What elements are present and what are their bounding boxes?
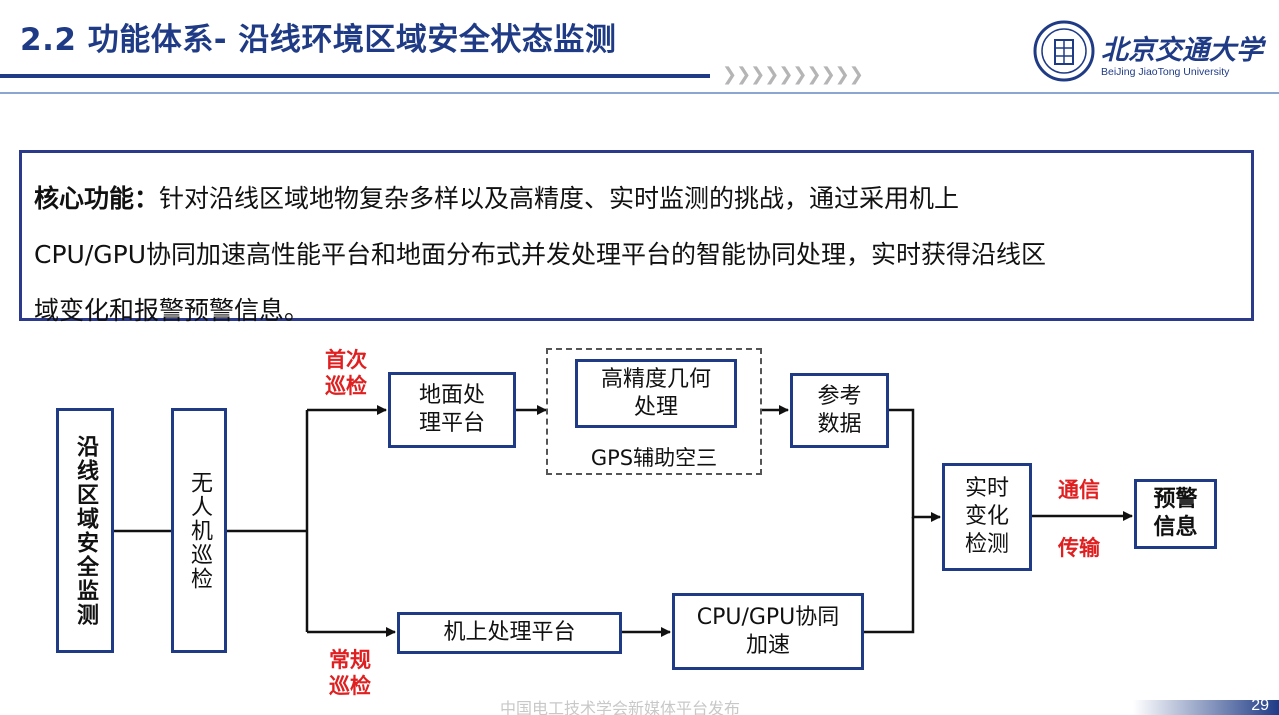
core-label: 核心功能：	[34, 184, 160, 213]
link-reference-change	[889, 408, 941, 522]
change-line-2: 变化	[964, 504, 1009, 529]
change-line-1: 实时	[964, 476, 1009, 501]
source-node: 沿线区域安全监测	[56, 408, 114, 653]
warning-info-node: 预警 信息	[1134, 479, 1217, 549]
first-inspection-line-2: 巡检	[325, 374, 367, 398]
first-inspection-line-1: 首次	[325, 348, 367, 372]
university-name-en: BeiJing JiaoTong University	[1101, 66, 1230, 78]
header-divider	[0, 92, 1279, 94]
warning-line-2: 信息	[1153, 515, 1198, 540]
reference-line-2: 数据	[817, 411, 862, 437]
page-number: 29	[1251, 697, 1269, 714]
link-cpugpu-change	[864, 517, 915, 634]
chevron-decoration-icon: ❯❯❯❯❯❯❯❯❯❯	[722, 64, 864, 85]
ground-platform-line-1: 地面处	[418, 383, 485, 408]
page-title: 2.2 功能体系- 沿线环境区域安全状态监测	[20, 22, 617, 58]
routine-inspection-label: 常规 巡检	[322, 647, 378, 699]
geometry-group	[546, 348, 762, 475]
university-logo: 北京交通大学 BeiJing JiaoTong University	[1033, 20, 1265, 84]
geometry-line-2: 处理	[633, 394, 678, 420]
change-line-3: 检测	[964, 532, 1009, 557]
page-number-bar	[1133, 700, 1279, 715]
university-seal-icon	[1033, 20, 1095, 82]
cpu-gpu-line-2: 加速	[745, 632, 790, 658]
ground-platform-node: 地面处 理平台	[388, 372, 516, 448]
title-underline	[0, 74, 710, 78]
change-detection-node: 实时 变化 检测	[942, 463, 1032, 571]
cpu-gpu-line-1: CPU/GPU协同	[696, 604, 840, 630]
university-name-cn: 北京交通大学	[1101, 35, 1263, 66]
uav-node: 无人机巡检	[171, 408, 227, 653]
ground-platform-line-2: 理平台	[418, 411, 485, 436]
warning-line-1: 预警	[1153, 487, 1198, 512]
gps-label: GPS辅助空三	[590, 446, 718, 470]
communication-label: 通信	[1058, 478, 1100, 502]
core-line-3: 域变化和报警预警信息。	[34, 296, 310, 325]
core-text-1: 针对沿线区域地物复杂多样以及高精度、实时监测的挑战，通过采用机上	[159, 184, 960, 213]
core-line-1: 核心功能：针对沿线区域地物复杂多样以及高精度、实时监测的挑战，通过采用机上	[34, 171, 1239, 227]
routine-line-1: 常规	[329, 648, 371, 672]
cpu-gpu-node: CPU/GPU协同 加速	[672, 593, 864, 670]
core-function-box: 核心功能：针对沿线区域地物复杂多样以及高精度、实时监测的挑战，通过采用机上 CP…	[19, 150, 1254, 325]
onboard-platform-node: 机上处理平台	[397, 612, 622, 654]
transmission-label: 传输	[1058, 536, 1100, 560]
core-line-2: CPU/GPU协同加速高性能平台和地面分布式并发处理平台的智能协同处理，实时获得…	[34, 240, 1047, 269]
geometry-line-1: 高精度几何	[600, 366, 711, 392]
watermark: 中国电工技术学会新媒体平台发布	[500, 699, 741, 715]
first-inspection-label: 首次 巡检	[318, 347, 374, 399]
geometry-node: 高精度几何 处理	[575, 359, 737, 428]
routine-line-2: 巡检	[329, 674, 371, 698]
reference-data-node: 参考 数据	[790, 373, 889, 448]
reference-line-1: 参考	[817, 383, 862, 409]
